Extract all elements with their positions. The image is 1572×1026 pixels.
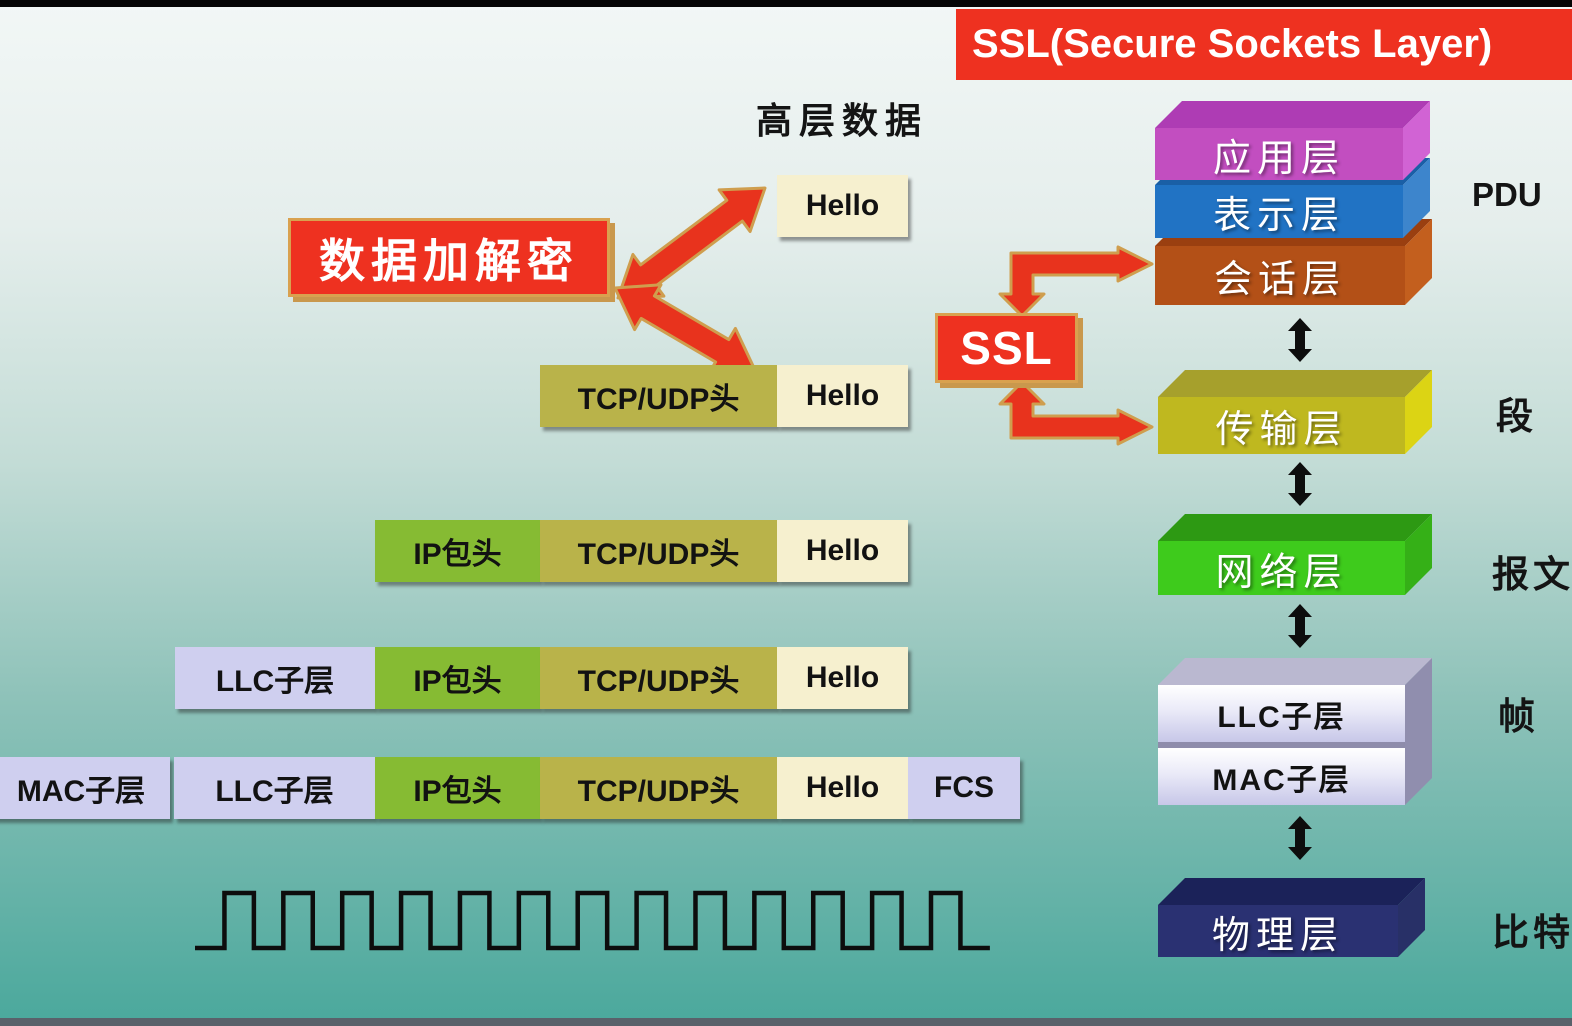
segment-label: 段 [1496,397,1537,438]
layer-label: 物理层 [1158,905,1398,957]
ssl-callout: SSL [935,313,1078,383]
ssl-session-elbow-arrow [998,245,1154,318]
frame-label: 帧 [1498,697,1539,738]
top-strip [0,0,1572,7]
cell-tcp-udp-header: TCP/UDP头 [540,647,777,709]
ssl-banner-title: SSL(Secure Sockets Layer) [956,9,1572,80]
cell-ip-header: IP包头 [375,757,540,819]
cell-tcp-udp-header: TCP/UDP头 [540,520,777,582]
cell-llc-sublayer: LLC子层 [174,757,375,819]
encap-row-3: IP包头 TCP/UDP头 Hello [375,520,908,582]
layer-top-face [1158,658,1432,685]
layer-updown-arrow [1288,604,1312,648]
cell-ip-header: IP包头 [375,520,540,582]
layer-label: 传输层 [1158,397,1405,454]
layer-updown-arrow [1288,462,1312,506]
encap-row-2: TCP/UDP头 Hello [540,365,908,427]
layer-updown-arrow [1288,318,1312,362]
encap-row-5: MAC子层 LLC子层 IP包头 TCP/UDP头 Hello FCS [0,757,1020,819]
cell-hello: Hello [777,757,908,819]
packet-label: 报文 [1492,555,1572,596]
encap-row-1: Hello [777,175,908,237]
cell-fcs: FCS [908,757,1020,819]
layer-application: 应用层 [1155,101,1430,180]
layer-presentation: 表示层 [1155,158,1430,238]
mac-sublayer-label: MAC子层 [1158,748,1405,805]
cell-hello: Hello [777,175,908,237]
layer-session: 会话层 [1155,219,1432,305]
encryption-callout: 数据加解密 [288,218,610,297]
ssl-transport-elbow-arrow [998,380,1154,446]
layer-label: 会话层 [1155,246,1405,305]
ssl-label: SSL [960,322,1053,374]
layer-label: 网络层 [1158,541,1405,595]
encryption-label: 数据加解密 [319,235,579,287]
cell-ip-header: IP包头 [375,647,540,709]
bitstream-wave [195,890,990,951]
cell-hello: Hello [777,647,908,709]
llc-sublayer-label: LLC子层 [1158,685,1405,742]
encrypt-arrow-down [613,283,757,375]
layer-top-face [1155,101,1430,128]
cell-tcp-udp-header: TCP/UDP头 [540,365,777,427]
layer-label: 应用层 [1155,128,1403,180]
layer-top-face [1158,878,1425,905]
cell-llc-sublayer: LLC子层 [175,647,375,709]
high-layer-data-label: 高层数据 [756,101,929,141]
pdu-label: PDU [1472,176,1542,213]
cell-hello: Hello [777,520,908,582]
cell-mac-sublayer: MAC子层 [0,757,170,819]
cell-hello: Hello [777,365,908,427]
sublayer-divider [1158,742,1405,748]
layer-physical: 物理层 [1158,878,1425,957]
layer-top-face [1158,370,1432,397]
layer-top-face [1158,514,1432,541]
layer-transport: 传输层 [1158,370,1432,454]
cell-tcp-udp-header: TCP/UDP头 [540,757,777,819]
encrypt-arrow-up [616,186,767,300]
layer-datalink: LLC子层 MAC子层 [1158,658,1432,805]
layer-label: 表示层 [1155,185,1403,238]
bottom-strip [0,1018,1572,1026]
layer-updown-arrow [1288,816,1312,860]
encap-row-4: LLC子层 IP包头 TCP/UDP头 Hello [175,647,908,709]
bit-label: 比特 [1492,913,1572,954]
layer-network: 网络层 [1158,514,1432,595]
